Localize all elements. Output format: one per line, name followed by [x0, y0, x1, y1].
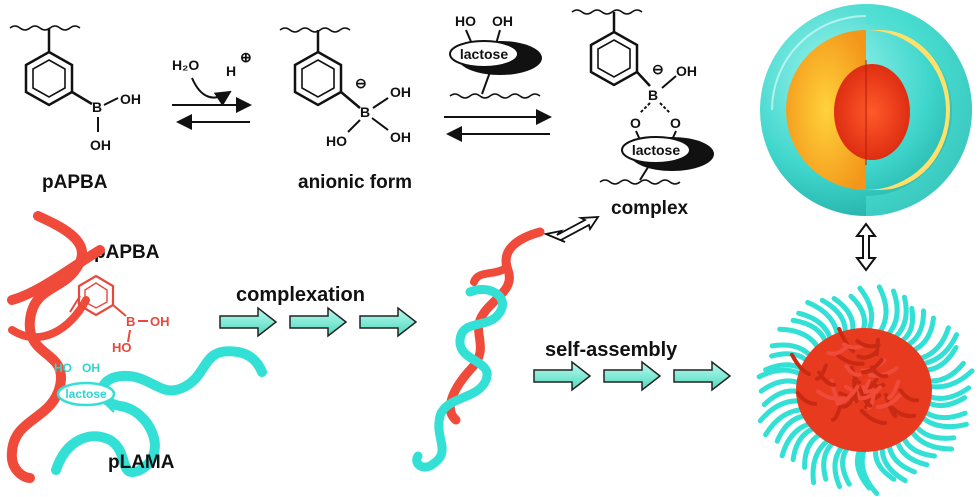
complexation-arrows — [219, 306, 418, 338]
complexation-label: complexation — [236, 284, 365, 306]
proton-charge: ⊕ — [240, 49, 252, 65]
core-strand — [855, 339, 881, 349]
core-strand — [852, 378, 859, 404]
papba-chain — [6, 211, 105, 483]
oxygen-label: O — [630, 115, 641, 131]
core-strand — [898, 388, 919, 403]
core-strand — [875, 393, 902, 409]
oh-label: OH — [120, 91, 141, 107]
core-strand — [886, 379, 901, 400]
core-strand — [858, 385, 882, 401]
equilibrium-arrows-1 — [172, 77, 252, 130]
complex-structure: B ⊖ OH O O lactose — [571, 9, 714, 185]
boron-label: B — [92, 99, 102, 115]
lactose-label: lactose — [65, 387, 107, 401]
oh-label: OH — [676, 63, 697, 79]
core-strand — [835, 352, 865, 366]
complexed-chain — [412, 227, 545, 472]
water-label: H₂O — [172, 57, 199, 73]
core-strand — [856, 350, 878, 360]
ho-label: HO — [112, 340, 132, 355]
self-assembly-label: self-assembly — [545, 339, 678, 361]
papba-chain-label: pAPBA — [94, 242, 160, 263]
core-strand — [884, 392, 898, 419]
core-strand — [830, 405, 842, 422]
core-strand — [869, 365, 889, 379]
core-strand — [840, 395, 856, 409]
boron-label: B — [360, 104, 370, 120]
ho-label: HO — [54, 361, 72, 375]
core-strand — [835, 385, 860, 406]
core-strand — [859, 408, 887, 425]
boron-label: B — [648, 87, 658, 103]
double-arrow-vertical — [855, 222, 877, 272]
self-assembly-arrows — [533, 360, 732, 392]
anionic-form-label: anionic form — [298, 172, 412, 193]
oh-label: OH — [492, 13, 513, 29]
core-strand — [844, 364, 862, 377]
core-strand — [790, 352, 811, 376]
oh-label: OH — [390, 129, 411, 145]
micelle-hairy — [756, 284, 975, 496]
core-strand — [826, 344, 849, 356]
complex-label: complex — [611, 198, 689, 219]
lactose-label: lactose — [632, 142, 680, 158]
lactose-label: lactose — [460, 46, 508, 62]
minus-charge: ⊖ — [355, 75, 367, 91]
lactose-diol: lactose — [449, 29, 542, 99]
oxygen-label: O — [670, 115, 681, 131]
proton-label: H — [226, 63, 236, 79]
oh-label: OH — [390, 84, 411, 100]
anionic-structure: B ⊖ OH OH HO — [279, 27, 411, 149]
oh-label: OH — [150, 314, 170, 329]
double-arrow-diagonal — [542, 215, 600, 243]
oh-label: OH — [90, 137, 111, 153]
ho-label: HO — [455, 13, 476, 29]
core-strand — [849, 365, 862, 385]
core-strand — [815, 389, 846, 401]
lactose-pendant: HO OH lactose — [54, 361, 116, 413]
papba-pendant: B OH HO — [69, 274, 170, 355]
minus-charge: ⊖ — [652, 61, 664, 77]
plama-chain-label: pLAMA — [108, 452, 175, 473]
micelle-cross-section — [760, 4, 972, 216]
papba-structure: B OH OH — [9, 25, 141, 153]
core-strand — [817, 370, 836, 387]
core-strand — [795, 391, 818, 406]
core-strand — [890, 406, 917, 419]
equilibrium-arrows-2 — [444, 109, 552, 142]
boron-label: B — [126, 314, 135, 329]
oh-label: OH — [82, 361, 100, 375]
ho-label: HO — [326, 133, 347, 149]
papba-label: pAPBA — [42, 172, 108, 193]
core-strand — [837, 326, 856, 353]
